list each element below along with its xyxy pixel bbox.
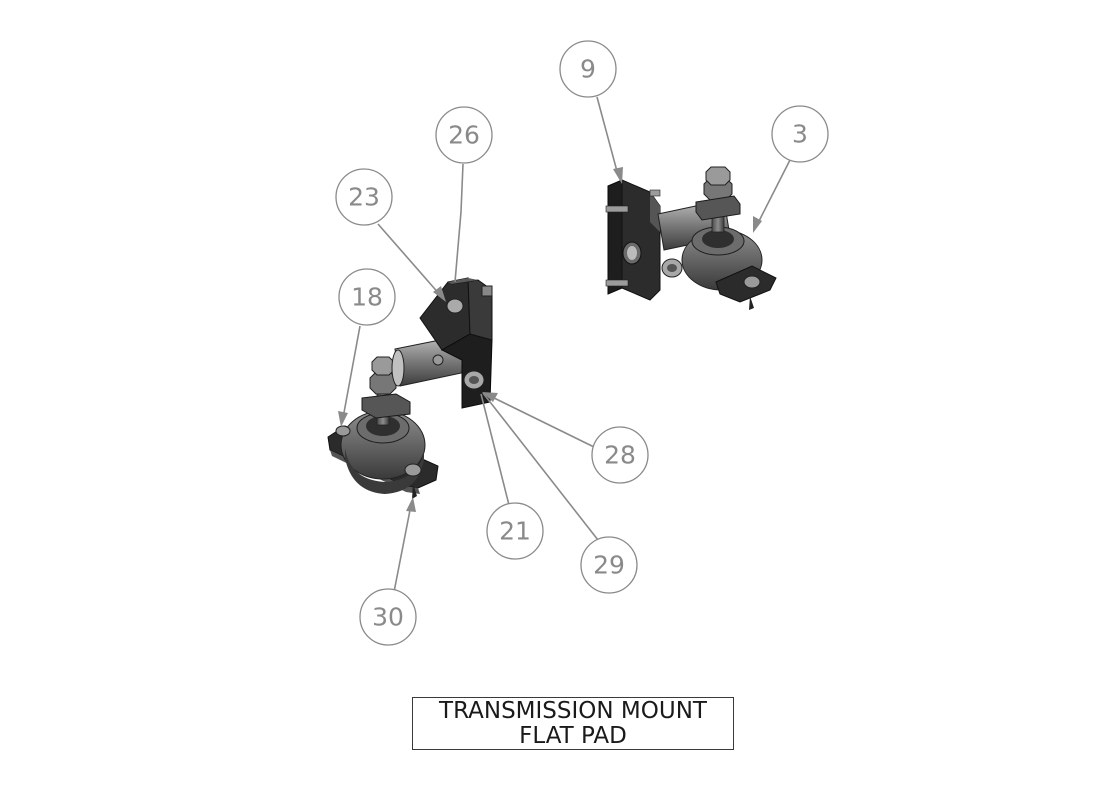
balloon-23: 23 [335, 168, 393, 226]
leader-lines [338, 96, 791, 593]
balloon-30: 30 [359, 588, 417, 646]
balloon-9: 9 [559, 40, 617, 98]
balloon-23-label: 23 [348, 183, 380, 212]
balloon-9-label: 9 [580, 55, 596, 84]
balloon-29: 29 [580, 536, 638, 594]
drawing-title-line1: TRANSMISSION MOUNT [439, 698, 707, 724]
balloon-21: 21 [486, 502, 544, 560]
drawing-title-line2: FLAT PAD [519, 723, 627, 749]
balloon-28: 28 [591, 426, 649, 484]
balloon-29-label: 29 [593, 551, 625, 580]
balloon-26-label: 26 [448, 121, 480, 150]
drawing-title-block: TRANSMISSION MOUNT FLAT PAD [412, 697, 734, 750]
right-mount-assembly [605, 166, 777, 310]
balloon-30-label: 30 [372, 603, 404, 632]
balloon-28-label: 28 [604, 441, 636, 470]
balloon-18-label: 18 [351, 283, 383, 312]
balloon-18: 18 [338, 268, 396, 326]
balloon-26: 26 [435, 106, 493, 164]
left-mount-assembly [327, 277, 493, 499]
balloon-21-label: 21 [499, 517, 531, 546]
balloon-3-label: 3 [792, 120, 808, 149]
balloon-3: 3 [771, 105, 829, 163]
